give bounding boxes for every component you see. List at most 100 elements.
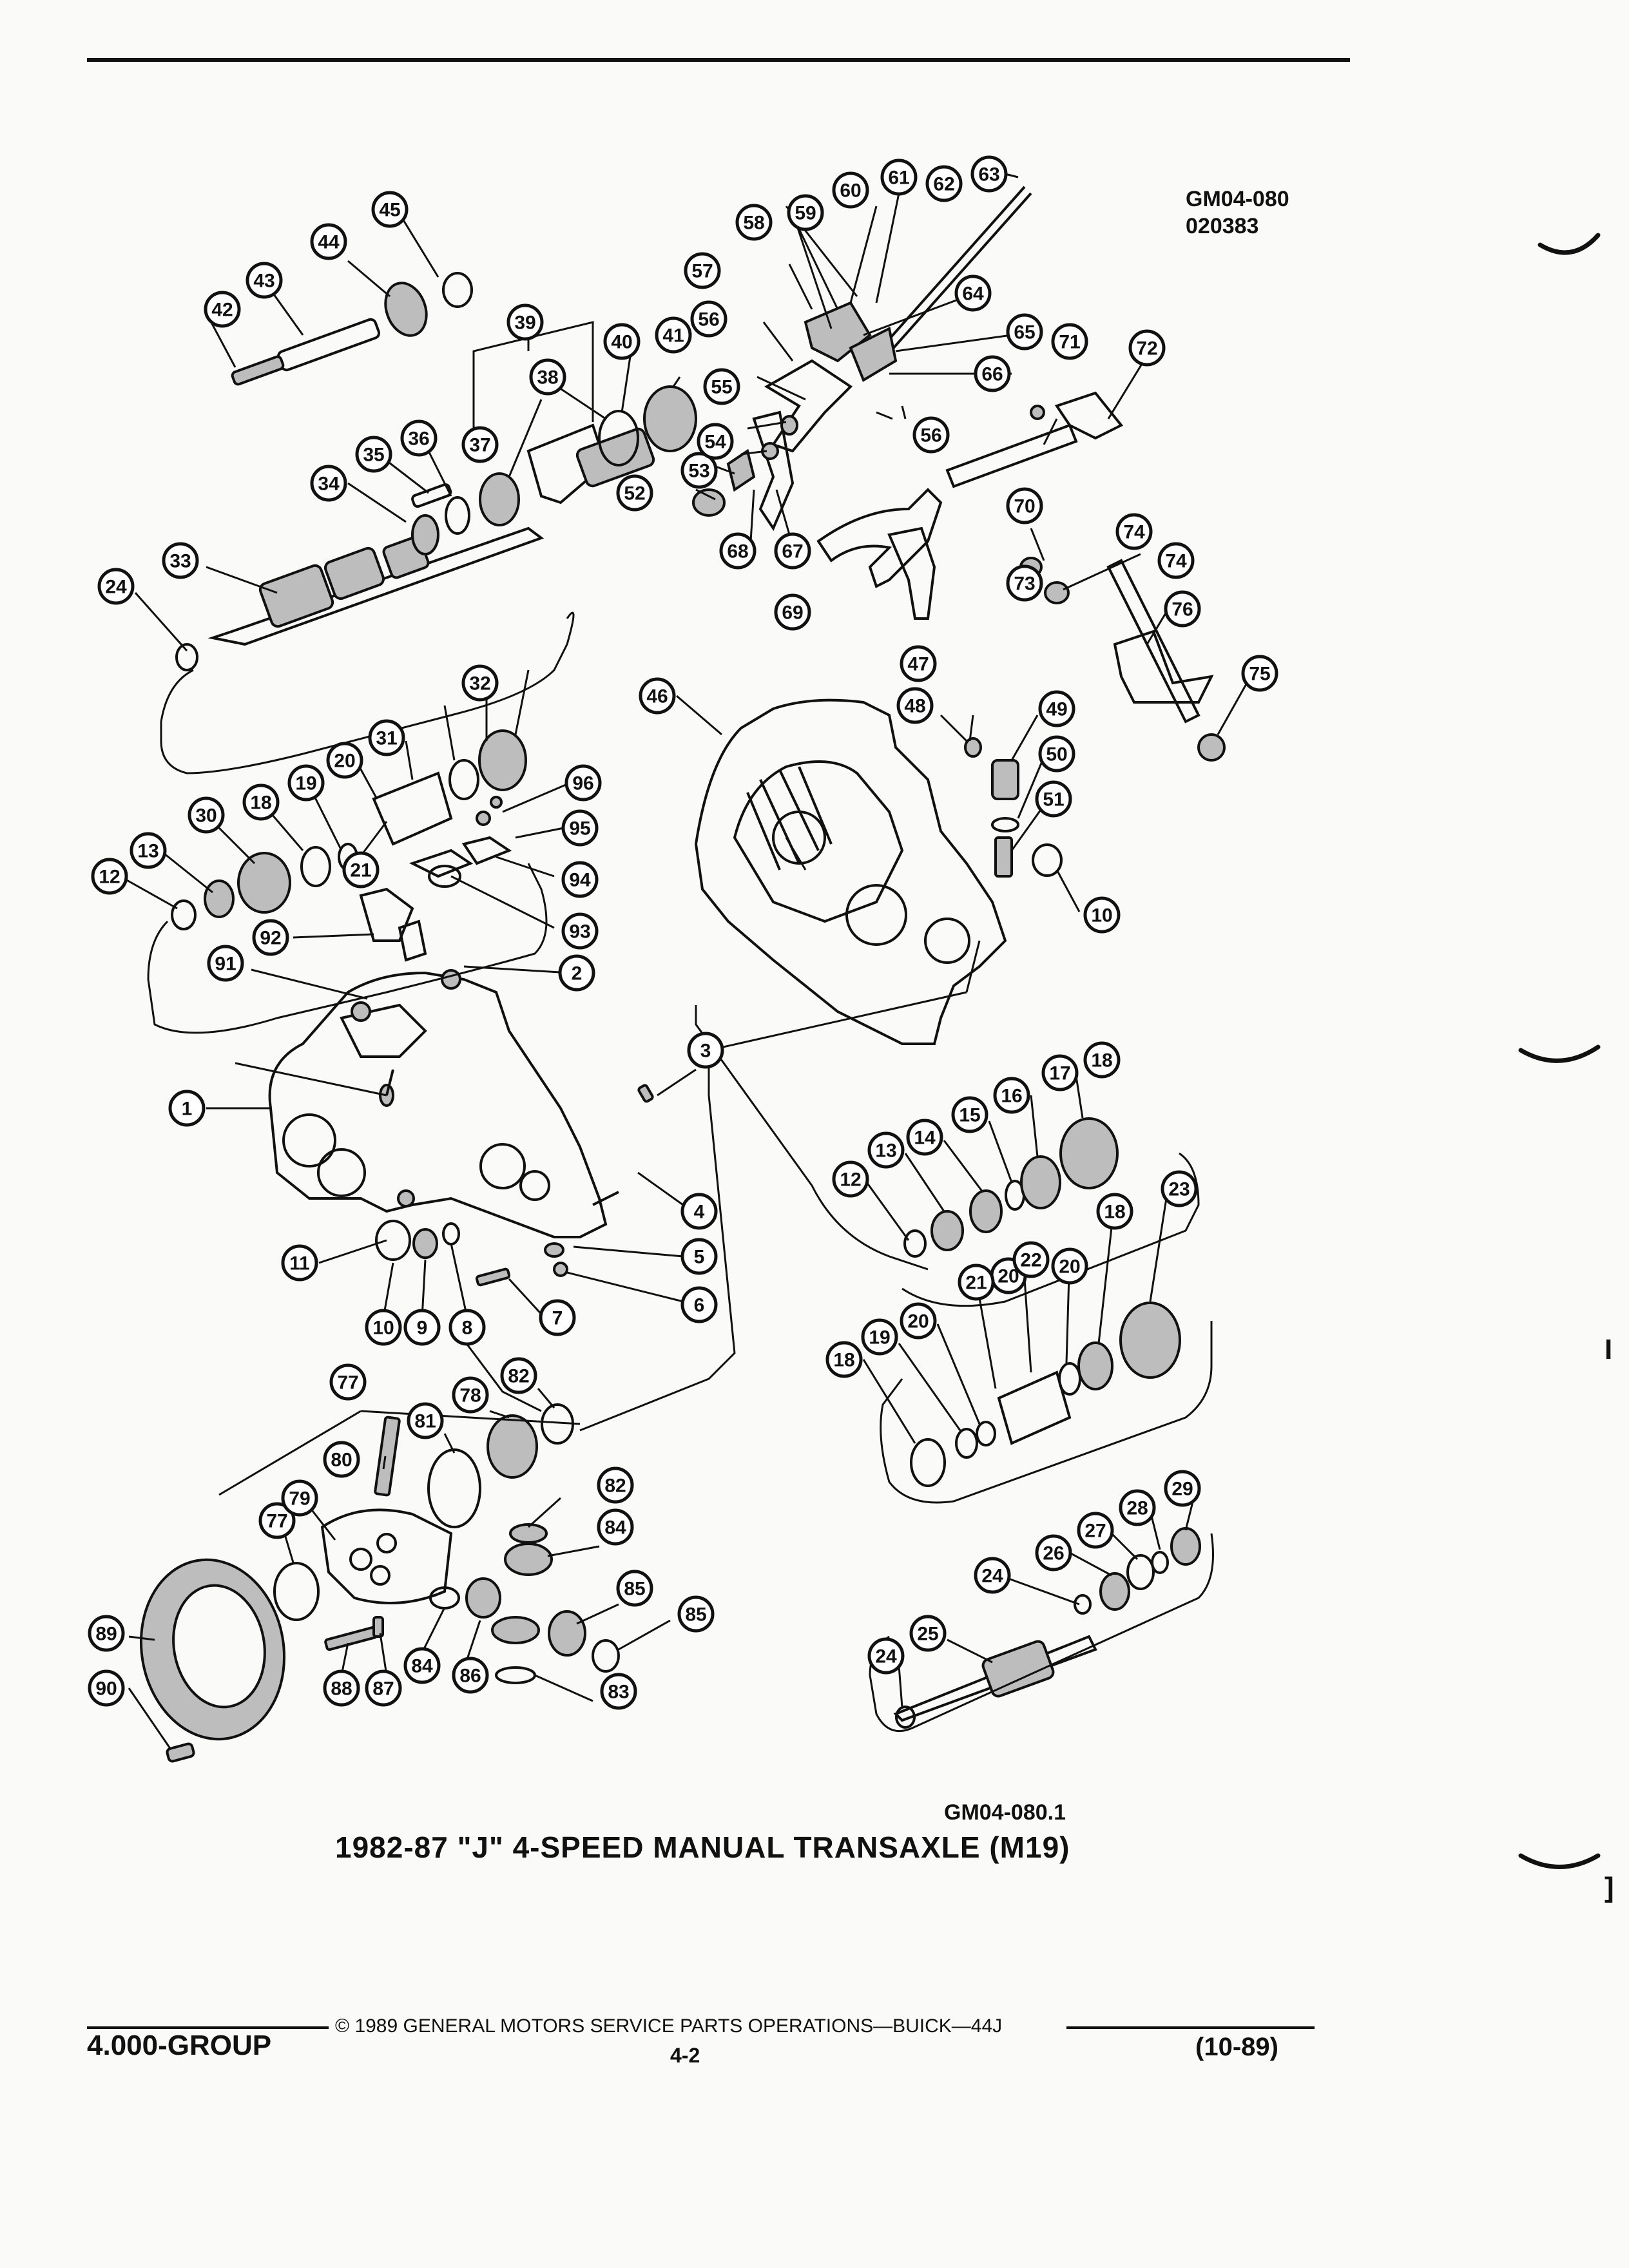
callout-circle bbox=[900, 645, 937, 682]
callout-number: 5 bbox=[694, 1247, 705, 1268]
margin-mark-1 bbox=[1537, 233, 1601, 255]
callout-number: 14 bbox=[914, 1128, 936, 1149]
callout-circle bbox=[91, 858, 128, 895]
callout-52: 52 bbox=[616, 474, 653, 512]
callout-85: 85 bbox=[677, 1595, 715, 1633]
callout-number: 26 bbox=[1043, 1543, 1064, 1564]
callout-circle bbox=[365, 1309, 402, 1346]
callout-circle bbox=[252, 919, 289, 956]
callout-18: 18 bbox=[1096, 1193, 1133, 1230]
footer-group: 4.000-GROUP bbox=[87, 2030, 272, 2061]
callout-24: 24 bbox=[97, 568, 135, 605]
callout-circle bbox=[896, 687, 934, 724]
callout-38: 38 bbox=[529, 358, 566, 396]
callout-number: 74 bbox=[1165, 551, 1187, 572]
callout-circle bbox=[1083, 896, 1121, 934]
callout-number: 21 bbox=[965, 1273, 987, 1294]
callout-circle bbox=[281, 1479, 318, 1517]
callout-19: 19 bbox=[861, 1318, 898, 1356]
callout-circle bbox=[925, 165, 963, 202]
callout-circle bbox=[1038, 690, 1075, 727]
callout-circle bbox=[1051, 1247, 1088, 1285]
callout-number: 3 bbox=[700, 1041, 711, 1062]
callout-76: 76 bbox=[1164, 590, 1201, 628]
callout-circle bbox=[561, 809, 599, 847]
callout-circle bbox=[1035, 1534, 1072, 1571]
callout-circle bbox=[680, 1286, 718, 1323]
callout-number: 18 bbox=[833, 1350, 854, 1371]
callout-number: 96 bbox=[572, 773, 593, 794]
callout-10: 10 bbox=[1083, 896, 1121, 934]
callout-12: 12 bbox=[832, 1160, 869, 1198]
callout-96: 96 bbox=[564, 764, 602, 802]
callout-circle bbox=[564, 764, 602, 802]
callout-86: 86 bbox=[452, 1657, 489, 1694]
callout-31: 31 bbox=[368, 719, 405, 756]
callout-53: 53 bbox=[680, 452, 718, 489]
callout-number: 32 bbox=[469, 673, 490, 695]
callout-circle bbox=[130, 832, 167, 869]
callout-29: 29 bbox=[1164, 1470, 1201, 1507]
callout-77: 77 bbox=[329, 1363, 367, 1401]
callout-number: 71 bbox=[1059, 332, 1080, 353]
callout-83: 83 bbox=[600, 1673, 637, 1710]
callout-number: 64 bbox=[962, 284, 984, 305]
callout-number: 12 bbox=[99, 867, 120, 888]
callout-93: 93 bbox=[561, 912, 599, 950]
callout-number: 17 bbox=[1049, 1063, 1070, 1084]
callout-84: 84 bbox=[597, 1508, 634, 1546]
callout-circle bbox=[204, 291, 241, 328]
callout-number: 65 bbox=[1014, 322, 1035, 343]
callout-49: 49 bbox=[1038, 690, 1075, 727]
callout-number: 18 bbox=[1091, 1050, 1112, 1072]
callout-circle bbox=[246, 262, 283, 299]
callout-circle bbox=[529, 358, 566, 396]
callout-21: 21 bbox=[958, 1264, 995, 1301]
callout-circle bbox=[561, 912, 599, 950]
callout-circle bbox=[365, 1669, 402, 1707]
callout-circle bbox=[600, 1673, 637, 1710]
callout-number: 95 bbox=[569, 818, 590, 840]
callout-24: 24 bbox=[867, 1637, 905, 1675]
callout-17: 17 bbox=[1041, 1054, 1079, 1091]
margin-mark-3 bbox=[1518, 1853, 1601, 1869]
callout-number: 29 bbox=[1171, 1479, 1193, 1500]
callout-46: 46 bbox=[639, 677, 676, 715]
callout-number: 94 bbox=[569, 870, 591, 891]
callout-number: 9 bbox=[417, 1318, 428, 1339]
callout-74: 74 bbox=[1115, 513, 1153, 550]
callout-number: 38 bbox=[537, 367, 558, 389]
callout-number: 24 bbox=[105, 577, 127, 598]
callout-number: 16 bbox=[1001, 1086, 1022, 1107]
callout-circle bbox=[680, 1238, 718, 1275]
callout-69: 69 bbox=[774, 593, 811, 631]
callout-circle bbox=[697, 423, 734, 460]
callout-circle bbox=[867, 1131, 905, 1169]
callout-number: 13 bbox=[137, 841, 159, 862]
callout-number: 18 bbox=[1104, 1202, 1125, 1223]
callout-56: 56 bbox=[690, 300, 728, 338]
callout-circle bbox=[900, 1302, 937, 1340]
callout-number: 53 bbox=[688, 461, 709, 482]
callout-circle bbox=[168, 1090, 206, 1127]
callout-circle bbox=[958, 1264, 995, 1301]
callout-89: 89 bbox=[88, 1615, 125, 1652]
callout-23: 23 bbox=[1161, 1170, 1198, 1207]
callout-number: 31 bbox=[376, 728, 397, 749]
callout-57: 57 bbox=[684, 252, 721, 289]
callout-number: 54 bbox=[704, 432, 726, 453]
callout-number: 62 bbox=[933, 174, 954, 195]
callout-18: 18 bbox=[242, 783, 280, 821]
callout-circle bbox=[680, 1193, 718, 1230]
callout-circle bbox=[597, 1466, 634, 1504]
callout-number: 40 bbox=[611, 332, 632, 353]
callout-6: 6 bbox=[680, 1286, 718, 1323]
callout-circle bbox=[506, 303, 544, 341]
callout-number: 86 bbox=[459, 1666, 481, 1687]
callout-circle bbox=[1157, 542, 1195, 579]
callout-number: 42 bbox=[211, 300, 233, 321]
callout-number: 83 bbox=[608, 1682, 629, 1703]
callout-90: 90 bbox=[88, 1669, 125, 1707]
callout-74: 74 bbox=[1157, 542, 1195, 579]
